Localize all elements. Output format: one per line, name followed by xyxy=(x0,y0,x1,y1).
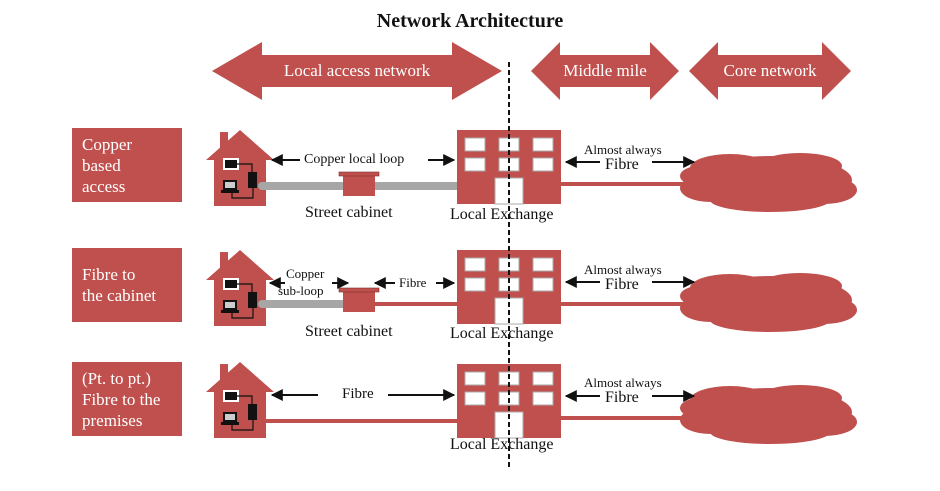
house-icon xyxy=(205,249,275,327)
row-label-line: access xyxy=(82,177,126,196)
segment-arrow-local-access xyxy=(212,42,502,100)
row-label-fttc: Fibre to the cabinet xyxy=(72,248,182,322)
row-label-line: Fibre to the xyxy=(82,390,161,409)
street-cabinet-icon xyxy=(338,287,380,313)
street-cabinet-label: Street cabinet xyxy=(305,323,393,340)
segment-label-local-access: Local access network xyxy=(283,61,431,80)
middle-mile-note: Almost always xyxy=(584,375,662,390)
house-icon xyxy=(205,361,275,439)
copper-subloop-label-top: Copper xyxy=(286,266,325,281)
local-exchange-label: Local Exchange xyxy=(450,325,554,342)
row-label-line: the cabinet xyxy=(82,286,157,305)
segment-arrow-core-network xyxy=(689,42,851,100)
house-icon xyxy=(205,129,275,207)
middle-mile-medium: Fibre xyxy=(605,156,639,173)
fttp-fibre-label: Fibre xyxy=(342,386,374,402)
local-exchange-label: Local Exchange xyxy=(450,436,554,453)
segment-arrow-middle-mile xyxy=(531,42,679,100)
local-exchange-label: Local Exchange xyxy=(450,206,554,223)
row-label-line: (Pt. to pt.) xyxy=(82,369,151,388)
diagram-title: Network Architecture xyxy=(376,10,564,32)
street-cabinet-label: Street cabinet xyxy=(305,204,393,221)
row-label-line: Copper xyxy=(82,135,133,154)
copper-subloop-label-bottom: sub-loop xyxy=(278,283,324,298)
street-cabinet-icon xyxy=(338,171,380,197)
row-label-line: Fibre to xyxy=(82,265,136,284)
segment-label-middle-mile: Middle mile xyxy=(563,61,647,80)
middle-mile-medium: Fibre xyxy=(605,389,639,406)
cabinet-fibre-label: Fibre xyxy=(399,275,427,290)
row-label-copper-access: Copper based access xyxy=(72,128,182,202)
row-label-fttp: (Pt. to pt.) Fibre to the premises xyxy=(72,362,182,436)
row-label-line: based xyxy=(82,156,121,175)
core-network-cloud-icon xyxy=(680,385,857,444)
copper-local-loop-label: Copper local loop xyxy=(304,152,405,167)
core-network-cloud-icon xyxy=(680,153,857,212)
middle-mile-medium: Fibre xyxy=(605,276,639,293)
middle-mile-note: Almost always xyxy=(584,262,662,277)
middle-mile-note: Almost always xyxy=(584,142,662,157)
row-label-line: premises xyxy=(82,411,143,430)
segment-label-core-network: Core network xyxy=(723,61,817,80)
core-network-cloud-icon xyxy=(680,273,857,332)
